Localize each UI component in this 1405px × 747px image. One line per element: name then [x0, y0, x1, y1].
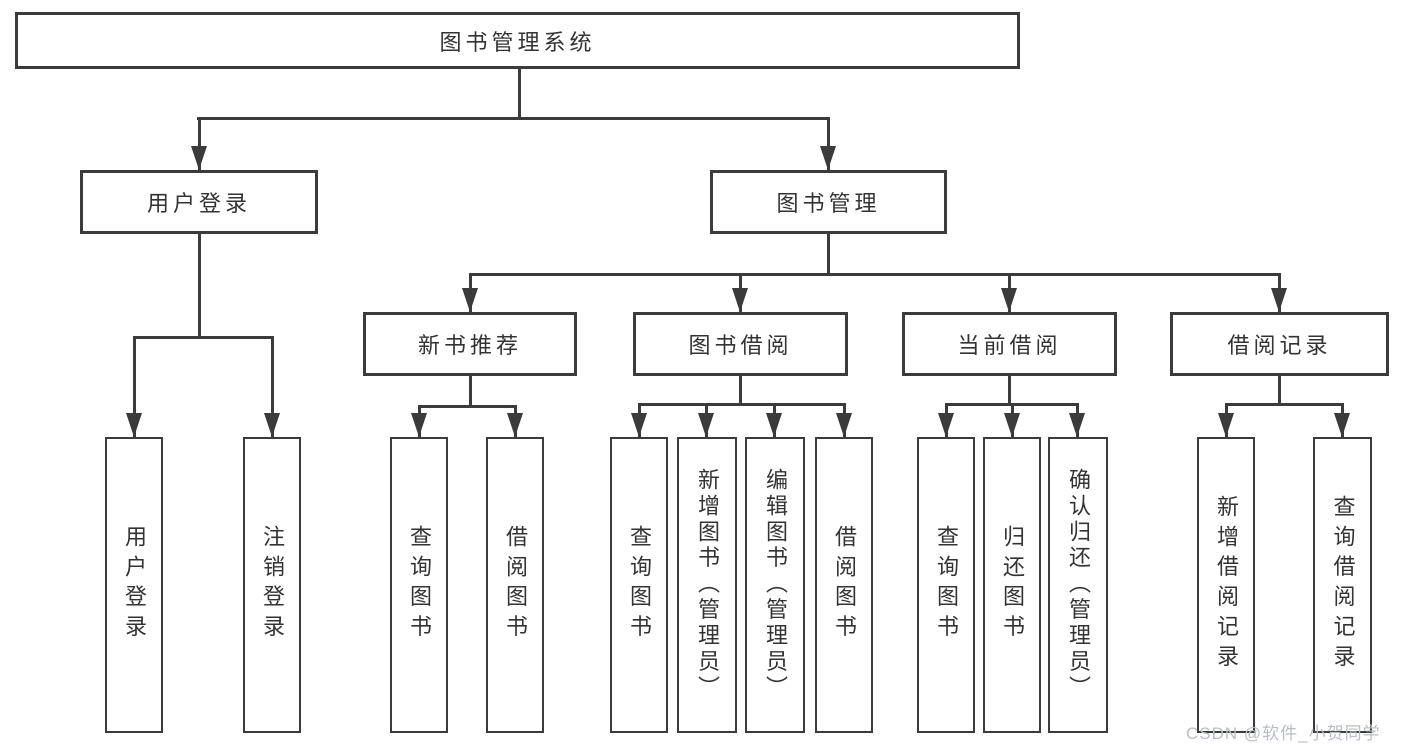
connector-recommend-bar [418, 405, 517, 408]
node-user-login: 用户登录 [80, 170, 318, 234]
node-query-books-recommend: 查询图书 [390, 437, 448, 733]
node-query-books-borrow: 查询图书 [610, 437, 668, 733]
arrow-down-icon [732, 288, 748, 312]
connector-drop-book-management [827, 117, 830, 170]
arrow-down-icon [126, 413, 142, 437]
node-borrow-books-recommend: 借阅图书 [486, 437, 544, 733]
node-return-books: 归还图书 [983, 437, 1041, 733]
arrow-down-icon [462, 288, 478, 312]
arrow-down-icon [411, 413, 427, 437]
node-query-borrow-record: 查询借阅记录 [1313, 437, 1372, 733]
arrow-down-icon [766, 413, 782, 437]
arrow-down-icon [698, 413, 714, 437]
node-confirm-return-admin: 确认归还（管理员） [1048, 437, 1108, 733]
connector-drop-user-login-leaf [133, 336, 136, 437]
arrow-down-icon [1271, 288, 1287, 312]
node-book-borrow: 图书借阅 [633, 312, 848, 376]
connector-book-borrow-bar [638, 403, 846, 406]
arrow-down-icon [836, 413, 852, 437]
csdn-watermark: CSDN @软件_小贺同学 [1186, 724, 1381, 743]
arrow-down-icon [631, 413, 647, 437]
node-query-books-current: 查询图书 [917, 437, 975, 733]
connector-book-borrow-stem [739, 376, 742, 406]
arrow-down-icon [1004, 413, 1020, 437]
node-add-borrow-record: 新增借阅记录 [1197, 437, 1255, 733]
arrow-down-icon [1069, 413, 1085, 437]
node-logout: 注销登录 [243, 437, 301, 733]
connector-recommend-stem [469, 376, 472, 408]
node-borrow-books-borrow: 借阅图书 [815, 437, 873, 733]
arrow-down-icon [938, 413, 954, 437]
connector-root-stem [518, 69, 521, 120]
arrow-down-icon [191, 146, 207, 170]
node-root: 图书管理系统 [15, 12, 1020, 69]
node-borrow-records: 借阅记录 [1170, 312, 1389, 376]
node-new-book-recommend: 新书推荐 [363, 312, 577, 376]
node-book-management: 图书管理 [710, 170, 947, 234]
node-user-login-leaf: 用户登录 [105, 437, 163, 733]
node-add-book-admin: 新增图书（管理员） [677, 437, 737, 733]
node-edit-book-admin: 编辑图书（管理员） [745, 437, 805, 733]
connector-user-login-bar [133, 336, 274, 339]
arrow-down-icon [1001, 288, 1017, 312]
node-current-borrow: 当前借阅 [902, 312, 1117, 376]
connector-book-management-bar [469, 273, 1281, 276]
connector-drop-logout [271, 336, 274, 437]
arrow-down-icon [264, 413, 280, 437]
connector-current-borrow-stem [1008, 376, 1011, 406]
connector-root-bar [197, 117, 829, 120]
arrow-down-icon [1334, 413, 1350, 437]
connector-borrow-records-stem [1278, 376, 1281, 406]
connector-borrow-records-bar [1225, 403, 1344, 406]
connector-book-management-stem [827, 234, 830, 276]
connector-user-login-stem [198, 234, 201, 339]
arrow-down-icon [1218, 413, 1234, 437]
arrow-down-icon [820, 146, 836, 170]
arrow-down-icon [507, 413, 523, 437]
connector-drop-user-login [198, 117, 201, 170]
